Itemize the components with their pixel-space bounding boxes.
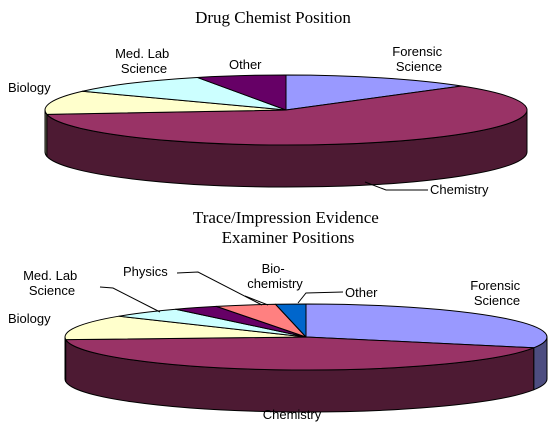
slice-label-chemistry: Chemistry bbox=[263, 407, 322, 422]
slice-label-forensic-science: Forensic Science bbox=[392, 44, 445, 74]
title-line-2: Examiner Positions bbox=[222, 228, 355, 247]
slice-label-biology: Biology bbox=[8, 80, 51, 95]
label-line: Forensic bbox=[392, 44, 442, 59]
label-line: chemistry bbox=[247, 276, 303, 291]
leader-line-chemistry bbox=[364, 181, 428, 191]
slice-label-biology: Biology bbox=[8, 311, 51, 326]
leader-line-other bbox=[297, 291, 344, 304]
chart-title: Drug Chemist Position bbox=[195, 8, 351, 27]
slice-biology bbox=[44, 90, 287, 115]
slice-other bbox=[274, 303, 307, 338]
label-line: Med. Lab bbox=[115, 46, 169, 61]
slice-labels: Forensic Science Chemistry Biology Med. … bbox=[8, 44, 489, 197]
slice-label-chemistry: Chemistry bbox=[430, 182, 489, 197]
label-line: Science bbox=[474, 293, 520, 308]
slice-other bbox=[196, 74, 287, 111]
slice-label-other: Other bbox=[229, 57, 262, 72]
drug-chemist-pie-chart: Drug Chemist Position Forensic Science C… bbox=[8, 8, 528, 197]
leader-line-med-lab-science bbox=[99, 286, 161, 313]
slice-forensic-science bbox=[285, 74, 463, 111]
slice-label-physics: Physics bbox=[123, 264, 168, 279]
pie-slices bbox=[64, 303, 548, 413]
label-line: Science bbox=[121, 61, 167, 76]
chart-title: Trace/Impression Evidence Examiner Posit… bbox=[193, 208, 383, 247]
slice-label-forensic-science: Forensic Science bbox=[470, 278, 523, 308]
slice-label-bio-chemistry: Bio- chemistry bbox=[247, 261, 303, 291]
slice-label-other: Other bbox=[345, 285, 378, 300]
slice-med-lab-science bbox=[82, 76, 287, 111]
label-line: Bio- bbox=[262, 261, 285, 276]
slice-biology bbox=[64, 315, 307, 341]
slice-label-med-lab-science: Med. Lab Science bbox=[23, 268, 81, 298]
label-line: Science bbox=[29, 283, 75, 298]
label-line: Science bbox=[396, 59, 442, 74]
title-line-1: Trace/Impression Evidence bbox=[193, 208, 379, 227]
leader-line-physics bbox=[176, 271, 263, 306]
label-line: Forensic bbox=[470, 278, 520, 293]
slice-chemistry bbox=[46, 85, 528, 146]
leader-line-bio-chemistry bbox=[244, 295, 269, 306]
slice-label-med-lab-science: Med. Lab Science bbox=[115, 46, 173, 76]
slice-chemistry bbox=[65, 336, 535, 371]
label-line: Med. Lab bbox=[23, 268, 77, 283]
trace-impression-pie-chart: Trace/Impression Evidence Examiner Posit… bbox=[8, 208, 548, 422]
slice-forensic-science bbox=[305, 303, 548, 349]
pie-slices bbox=[44, 74, 528, 188]
slice-labels: Forensic Science Chemistry Biology Med. … bbox=[8, 261, 523, 422]
